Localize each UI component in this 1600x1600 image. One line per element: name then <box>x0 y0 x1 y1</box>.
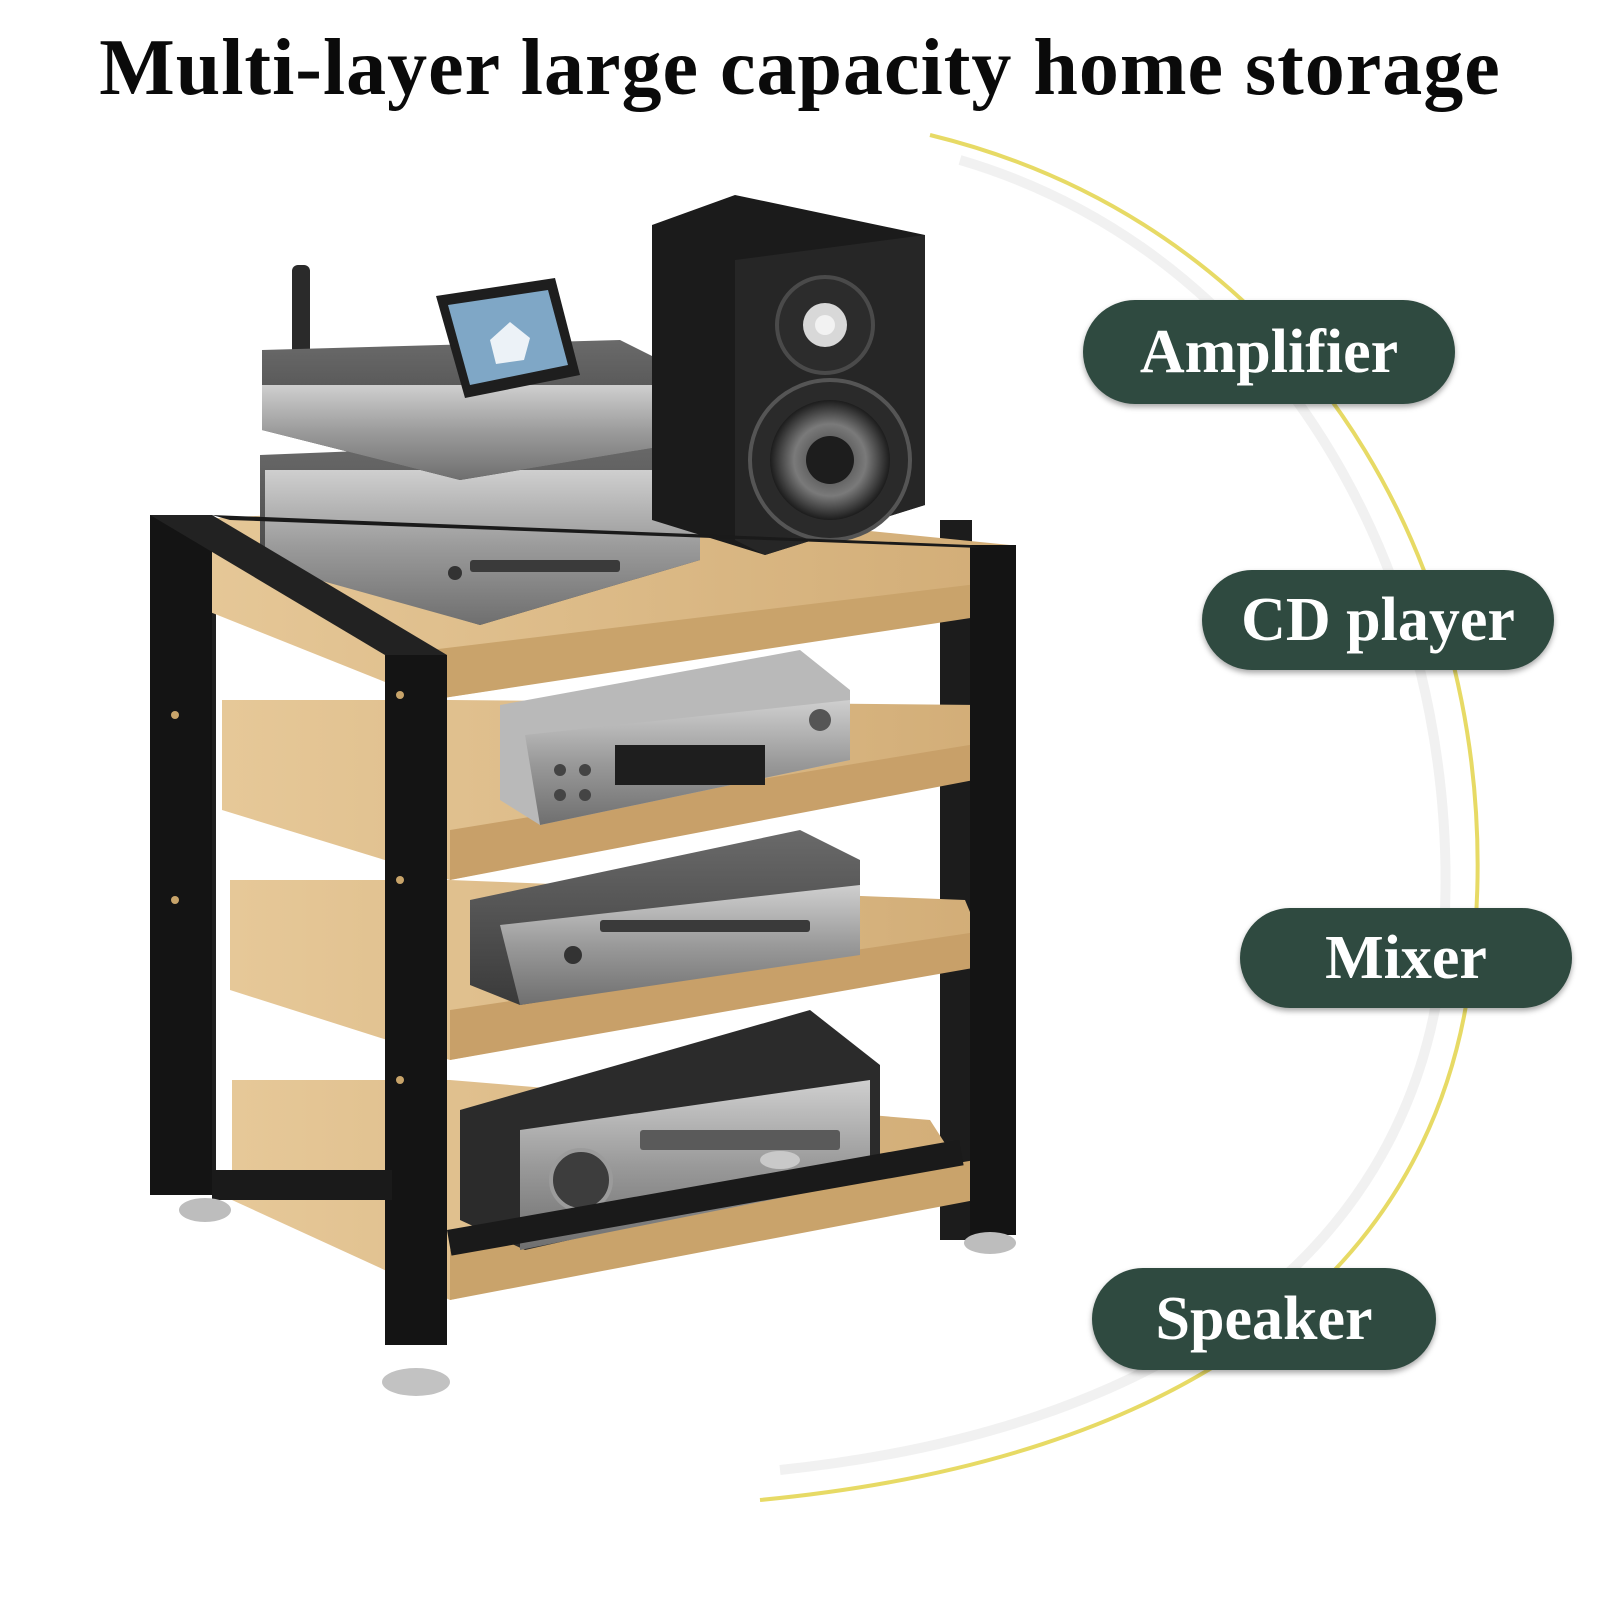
network-player-device <box>260 265 700 625</box>
stand-feet <box>179 1151 1016 1396</box>
speaker-device <box>652 195 925 555</box>
label-cd-player: CD player <box>1202 570 1554 670</box>
headline: Multi-layer large capacity home storage <box>99 24 1501 112</box>
cd-player-device <box>500 650 850 825</box>
label-mixer: Mixer <box>1240 908 1572 1008</box>
stand-frame-front <box>150 515 1016 1345</box>
label-speaker: Speaker <box>1092 1268 1436 1370</box>
mixer-device <box>470 830 860 1005</box>
label-amplifier: Amplifier <box>1083 300 1455 404</box>
